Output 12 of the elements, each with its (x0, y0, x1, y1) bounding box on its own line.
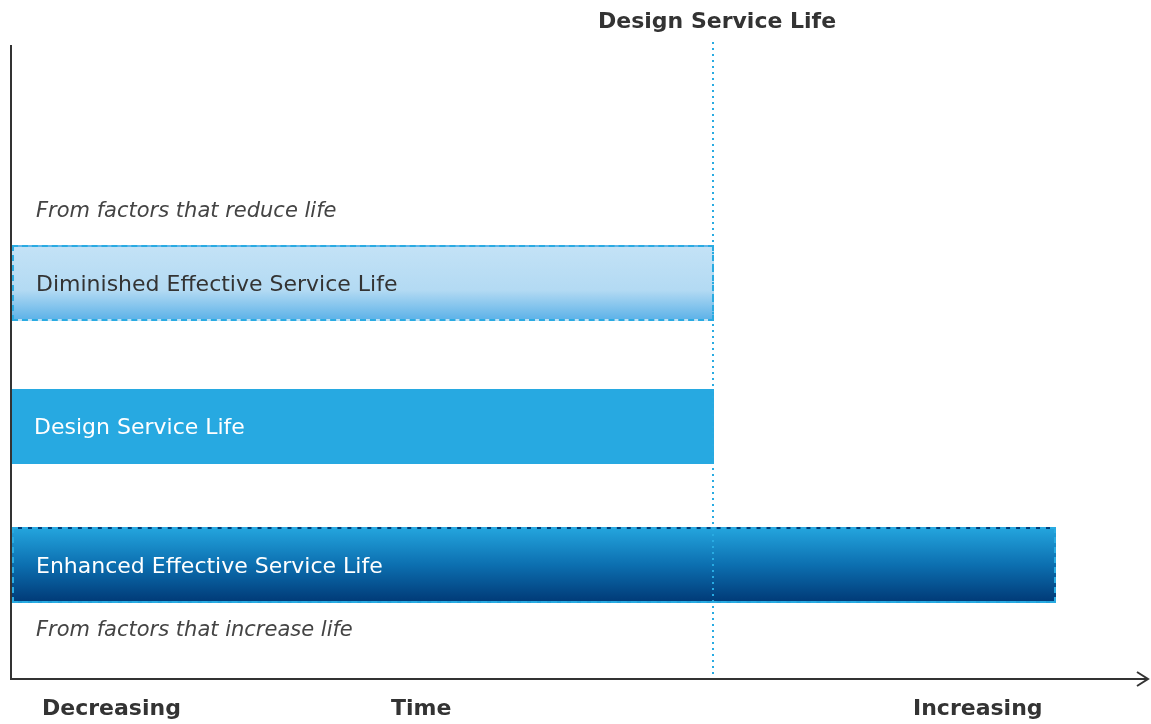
axis-label: Increasing (913, 695, 1043, 720)
bar (12, 527, 1056, 603)
axis-label: Decreasing (42, 695, 181, 720)
note-text: From factors that reduce life (36, 198, 337, 222)
bar (12, 389, 714, 464)
axis-label: Time (391, 695, 452, 720)
bar (12, 245, 714, 321)
bar-label: Enhanced Effective Service Life (36, 552, 383, 578)
reference-line-label: Design Service Life (598, 8, 837, 33)
bar-label: Design Service Life (34, 414, 245, 439)
bar-label: Diminished Effective Service Life (36, 270, 398, 296)
note-text: From factors that increase life (36, 617, 353, 641)
